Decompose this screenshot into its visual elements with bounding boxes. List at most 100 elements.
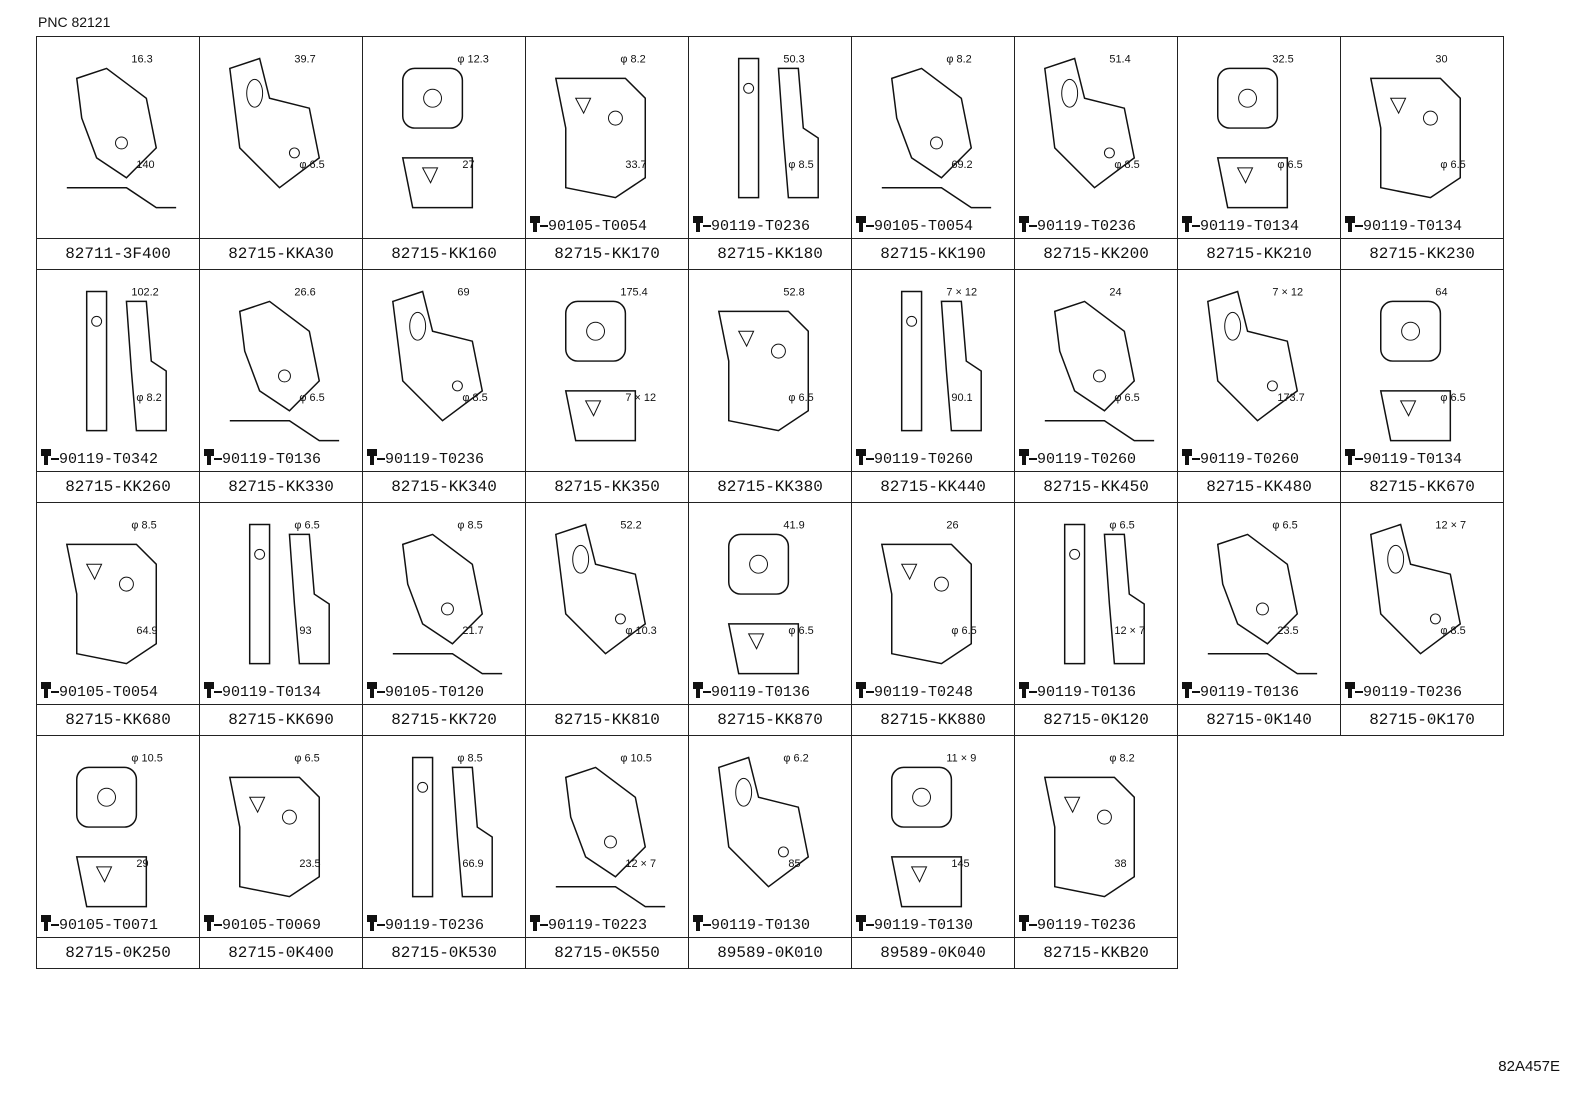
bolt-icon — [1345, 449, 1363, 465]
bolt-part-number: 90119-T0136 — [711, 684, 811, 701]
bolt-icon — [1019, 449, 1037, 465]
bolt-part-number: 90119-T0236 — [385, 451, 485, 468]
part-number[interactable]: 82715-KK480 — [1178, 471, 1340, 502]
part-number[interactable]: 82715-0K530 — [363, 937, 525, 968]
part-number[interactable]: 82711-3F400 — [37, 238, 199, 269]
part-number[interactable]: 82715-KK230 — [1341, 238, 1503, 269]
bolt-icon — [41, 449, 59, 465]
part-number[interactable]: 82715-KK720 — [363, 704, 525, 735]
dimension-label: φ 6.5 — [1440, 392, 1465, 404]
part-number[interactable]: 82715-KK380 — [689, 471, 851, 502]
part-number[interactable]: 82715-KKA30 — [200, 238, 362, 269]
bolt-icon — [41, 915, 59, 931]
bolt-icon — [367, 915, 385, 931]
bolt-callout: 90119-T0136 — [1017, 680, 1136, 701]
part-number[interactable]: 82715-0K170 — [1341, 704, 1503, 735]
part-number[interactable]: 82715-KK190 — [852, 238, 1014, 269]
dimension-label: 16.3 — [131, 53, 152, 65]
part-number[interactable]: 82715-KKB20 — [1015, 937, 1177, 968]
dimension-label: φ 8.2 — [620, 53, 645, 65]
part-number[interactable]: 82715-0K120 — [1015, 704, 1177, 735]
part-number[interactable]: 82715-0K400 — [200, 937, 362, 968]
dimension-label: 145 — [951, 858, 969, 870]
dimension-label: 52.8 — [783, 286, 804, 298]
bolt-callout: 90105-T0054 — [854, 214, 973, 235]
bolt-callout: 90119-T0134 — [1180, 214, 1299, 235]
part-number[interactable]: 82715-KK680 — [37, 704, 199, 735]
bolt-callout: 90105-T0054 — [39, 680, 158, 701]
bolt-callout: 90119-T0130 — [691, 913, 810, 934]
part-number[interactable]: 82715-KK450 — [1015, 471, 1177, 502]
dimension-label: 7 × 12 — [625, 392, 656, 404]
bolt-icon — [204, 915, 222, 931]
part-number[interactable]: 82715-KK440 — [852, 471, 1014, 502]
part-number[interactable]: 82715-0K140 — [1178, 704, 1340, 735]
part-number[interactable]: 89589-0K010 — [689, 937, 851, 968]
dimension-label: 23.5 — [1277, 625, 1298, 637]
part-number[interactable]: 82715-KK350 — [526, 471, 688, 502]
bolt-part-number: 90119-T0260 — [874, 451, 974, 468]
part-number[interactable]: 82715-KK870 — [689, 704, 851, 735]
part-number[interactable]: 82715-KK210 — [1178, 238, 1340, 269]
dimension-label: φ 8.5 — [462, 392, 487, 404]
bolt-part-number: 90119-T0134 — [1200, 218, 1300, 235]
part-number[interactable]: 82715-KK880 — [852, 704, 1014, 735]
part-number[interactable]: 82715-KK180 — [689, 238, 851, 269]
part-number[interactable]: 82715-KK340 — [363, 471, 525, 502]
part-number[interactable]: 82715-0K250 — [37, 937, 199, 968]
part-number[interactable]: 82715-KK160 — [363, 238, 525, 269]
part-number[interactable]: 82715-KK170 — [526, 238, 688, 269]
part-number[interactable]: 82715-KK200 — [1015, 238, 1177, 269]
bolt-icon — [856, 449, 874, 465]
part-number[interactable]: 82715-KK690 — [200, 704, 362, 735]
bolt-callout: 90105-T0120 — [365, 680, 484, 701]
part-number[interactable]: 82715-KK810 — [526, 704, 688, 735]
part-number[interactable]: 82715-0K550 — [526, 937, 688, 968]
dimension-label: φ 6.5 — [951, 625, 976, 637]
bolt-icon — [856, 682, 874, 698]
bolt-icon — [1019, 216, 1037, 232]
part-number[interactable]: 82715-KK670 — [1341, 471, 1503, 502]
part-number[interactable]: 82715-KK330 — [200, 471, 362, 502]
part-number[interactable]: 82715-KK260 — [37, 471, 199, 502]
part-number[interactable]: 89589-0K040 — [852, 937, 1014, 968]
